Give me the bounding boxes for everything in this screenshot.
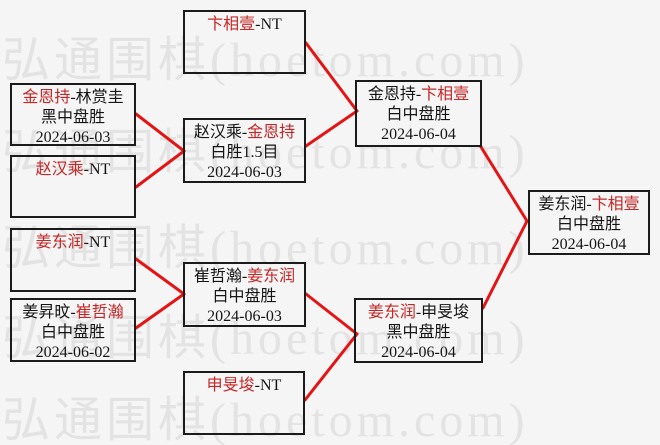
player-winner: 卞相壹 — [207, 16, 256, 33]
player-name: -林赏圭 — [70, 89, 124, 106]
match-date: 2024-06-04 — [551, 236, 627, 253]
watermark-text: 弘通围棋(hoetom.com) — [2, 34, 529, 87]
match-box-kim-vs-byun: 金恩持-卞相壹 白中盘胜 2024-06-04 — [355, 80, 482, 147]
match-result: 白中盘胜 — [556, 216, 621, 233]
connector-line — [134, 292, 186, 330]
match-box-kang-vs-shin: 姜东润-申旻埈 黑中盘胜 2024-06-04 — [354, 298, 483, 363]
connector-line — [303, 332, 359, 402]
player-name: -NT — [83, 161, 111, 178]
player-winner: 申旻埈 — [206, 377, 255, 394]
match-box-cho-seed: 赵汉乘-NT — [10, 155, 136, 218]
match-result: 白中盘胜 — [40, 324, 105, 341]
player-winner: 金恩持 — [22, 89, 71, 106]
player-name: -NT — [254, 377, 282, 394]
match-box-byun-seed: 卞相壹-NT — [183, 10, 306, 74]
player-name: -NT — [255, 16, 282, 33]
match-date: 2024-06-02 — [35, 344, 111, 361]
match-players: 申旻埈-NT — [185, 376, 303, 396]
match-date: 2024-06-04 — [381, 126, 456, 143]
player-winner: 崔哲瀚 — [75, 304, 124, 321]
player-winner: 姜东润 — [367, 304, 416, 321]
match-players: 崔哲瀚-姜东润 — [185, 267, 304, 287]
connector-line — [304, 292, 359, 336]
match-result: 白胜1.5目 — [210, 144, 279, 161]
match-result: 白中盘胜 — [212, 288, 277, 305]
watermark-text: 弘通围棋(hoetom.com) — [2, 394, 529, 445]
match-date: 2024-06-03 — [207, 164, 282, 181]
watermark-text: 弘通围棋(hoetom.com) — [2, 312, 529, 365]
match-players: 赵汉乘-NT — [12, 160, 134, 180]
match-players: 赵汉乘-金恩持 — [185, 123, 304, 143]
player-name: 赵汉乘- — [193, 124, 248, 141]
player-winner: 卞相壹 — [421, 86, 470, 103]
match-result: 黑中盘胜 — [40, 109, 105, 126]
watermark-text: 弘通围棋(hoetom.com) — [2, 126, 529, 179]
match-date: 2024-06-03 — [207, 308, 282, 325]
player-winner: 姜东润 — [35, 234, 84, 251]
match-players: 姜东润-NT — [12, 233, 134, 253]
match-box-kim-vs-lim: 金恩持-林赏圭 黑中盘胜 2024-06-03 — [10, 83, 136, 146]
match-players: 卞相壹-NT — [185, 15, 304, 35]
connector-line — [134, 149, 186, 189]
match-box-kangsm-vs-choi: 姜昇旼-崔哲瀚 白中盘胜 2024-06-02 — [10, 298, 136, 362]
match-players: 金恩持-卞相壹 — [357, 85, 480, 105]
match-box-cho-vs-kim: 赵汉乘-金恩持 白胜1.5目 2024-06-03 — [183, 118, 306, 183]
match-date: 2024-06-04 — [381, 344, 456, 361]
match-players: 金恩持-林赏圭 — [12, 88, 134, 108]
match-players: 姜东润-卞相壹 — [530, 195, 648, 215]
match-players: 姜昇旼-崔哲瀚 — [12, 303, 134, 323]
match-box-choi-vs-kang: 崔哲瀚-姜东润 白中盘胜 2024-06-03 — [183, 262, 306, 327]
player-name: 姜昇旼- — [22, 304, 76, 321]
player-name: 金恩持- — [367, 86, 422, 103]
match-result: 白中盘胜 — [386, 106, 451, 123]
connector-line — [479, 145, 529, 223]
connector-line — [134, 112, 186, 153]
player-winner: 赵汉乘 — [35, 161, 84, 178]
match-box-kang-seed: 姜东润-NT — [10, 228, 136, 292]
match-result: 黑中盘胜 — [386, 324, 451, 341]
connector-line — [481, 219, 529, 310]
match-date: 2024-06-03 — [35, 129, 111, 146]
player-name: -申旻埈 — [415, 304, 470, 321]
match-box-shin-seed: 申旻埈-NT — [183, 371, 305, 435]
player-winner: 卞相壹 — [591, 196, 640, 213]
connector-line — [304, 109, 359, 148]
player-name: 崔哲瀚- — [193, 268, 248, 285]
match-box-final-kang-vs-byun: 姜东润-卞相壹 白中盘胜 2024-06-04 — [528, 190, 650, 255]
player-name: 姜东润- — [538, 196, 592, 213]
player-winner: 金恩持 — [247, 124, 296, 141]
connector-line — [134, 257, 186, 296]
connector-line — [304, 41, 359, 113]
player-name: -NT — [83, 234, 111, 251]
watermark-text: 弘通围棋(hoetom.com) — [2, 222, 529, 275]
match-players: 姜东润-申旻埈 — [356, 303, 481, 323]
player-winner: 姜东润 — [247, 268, 296, 285]
